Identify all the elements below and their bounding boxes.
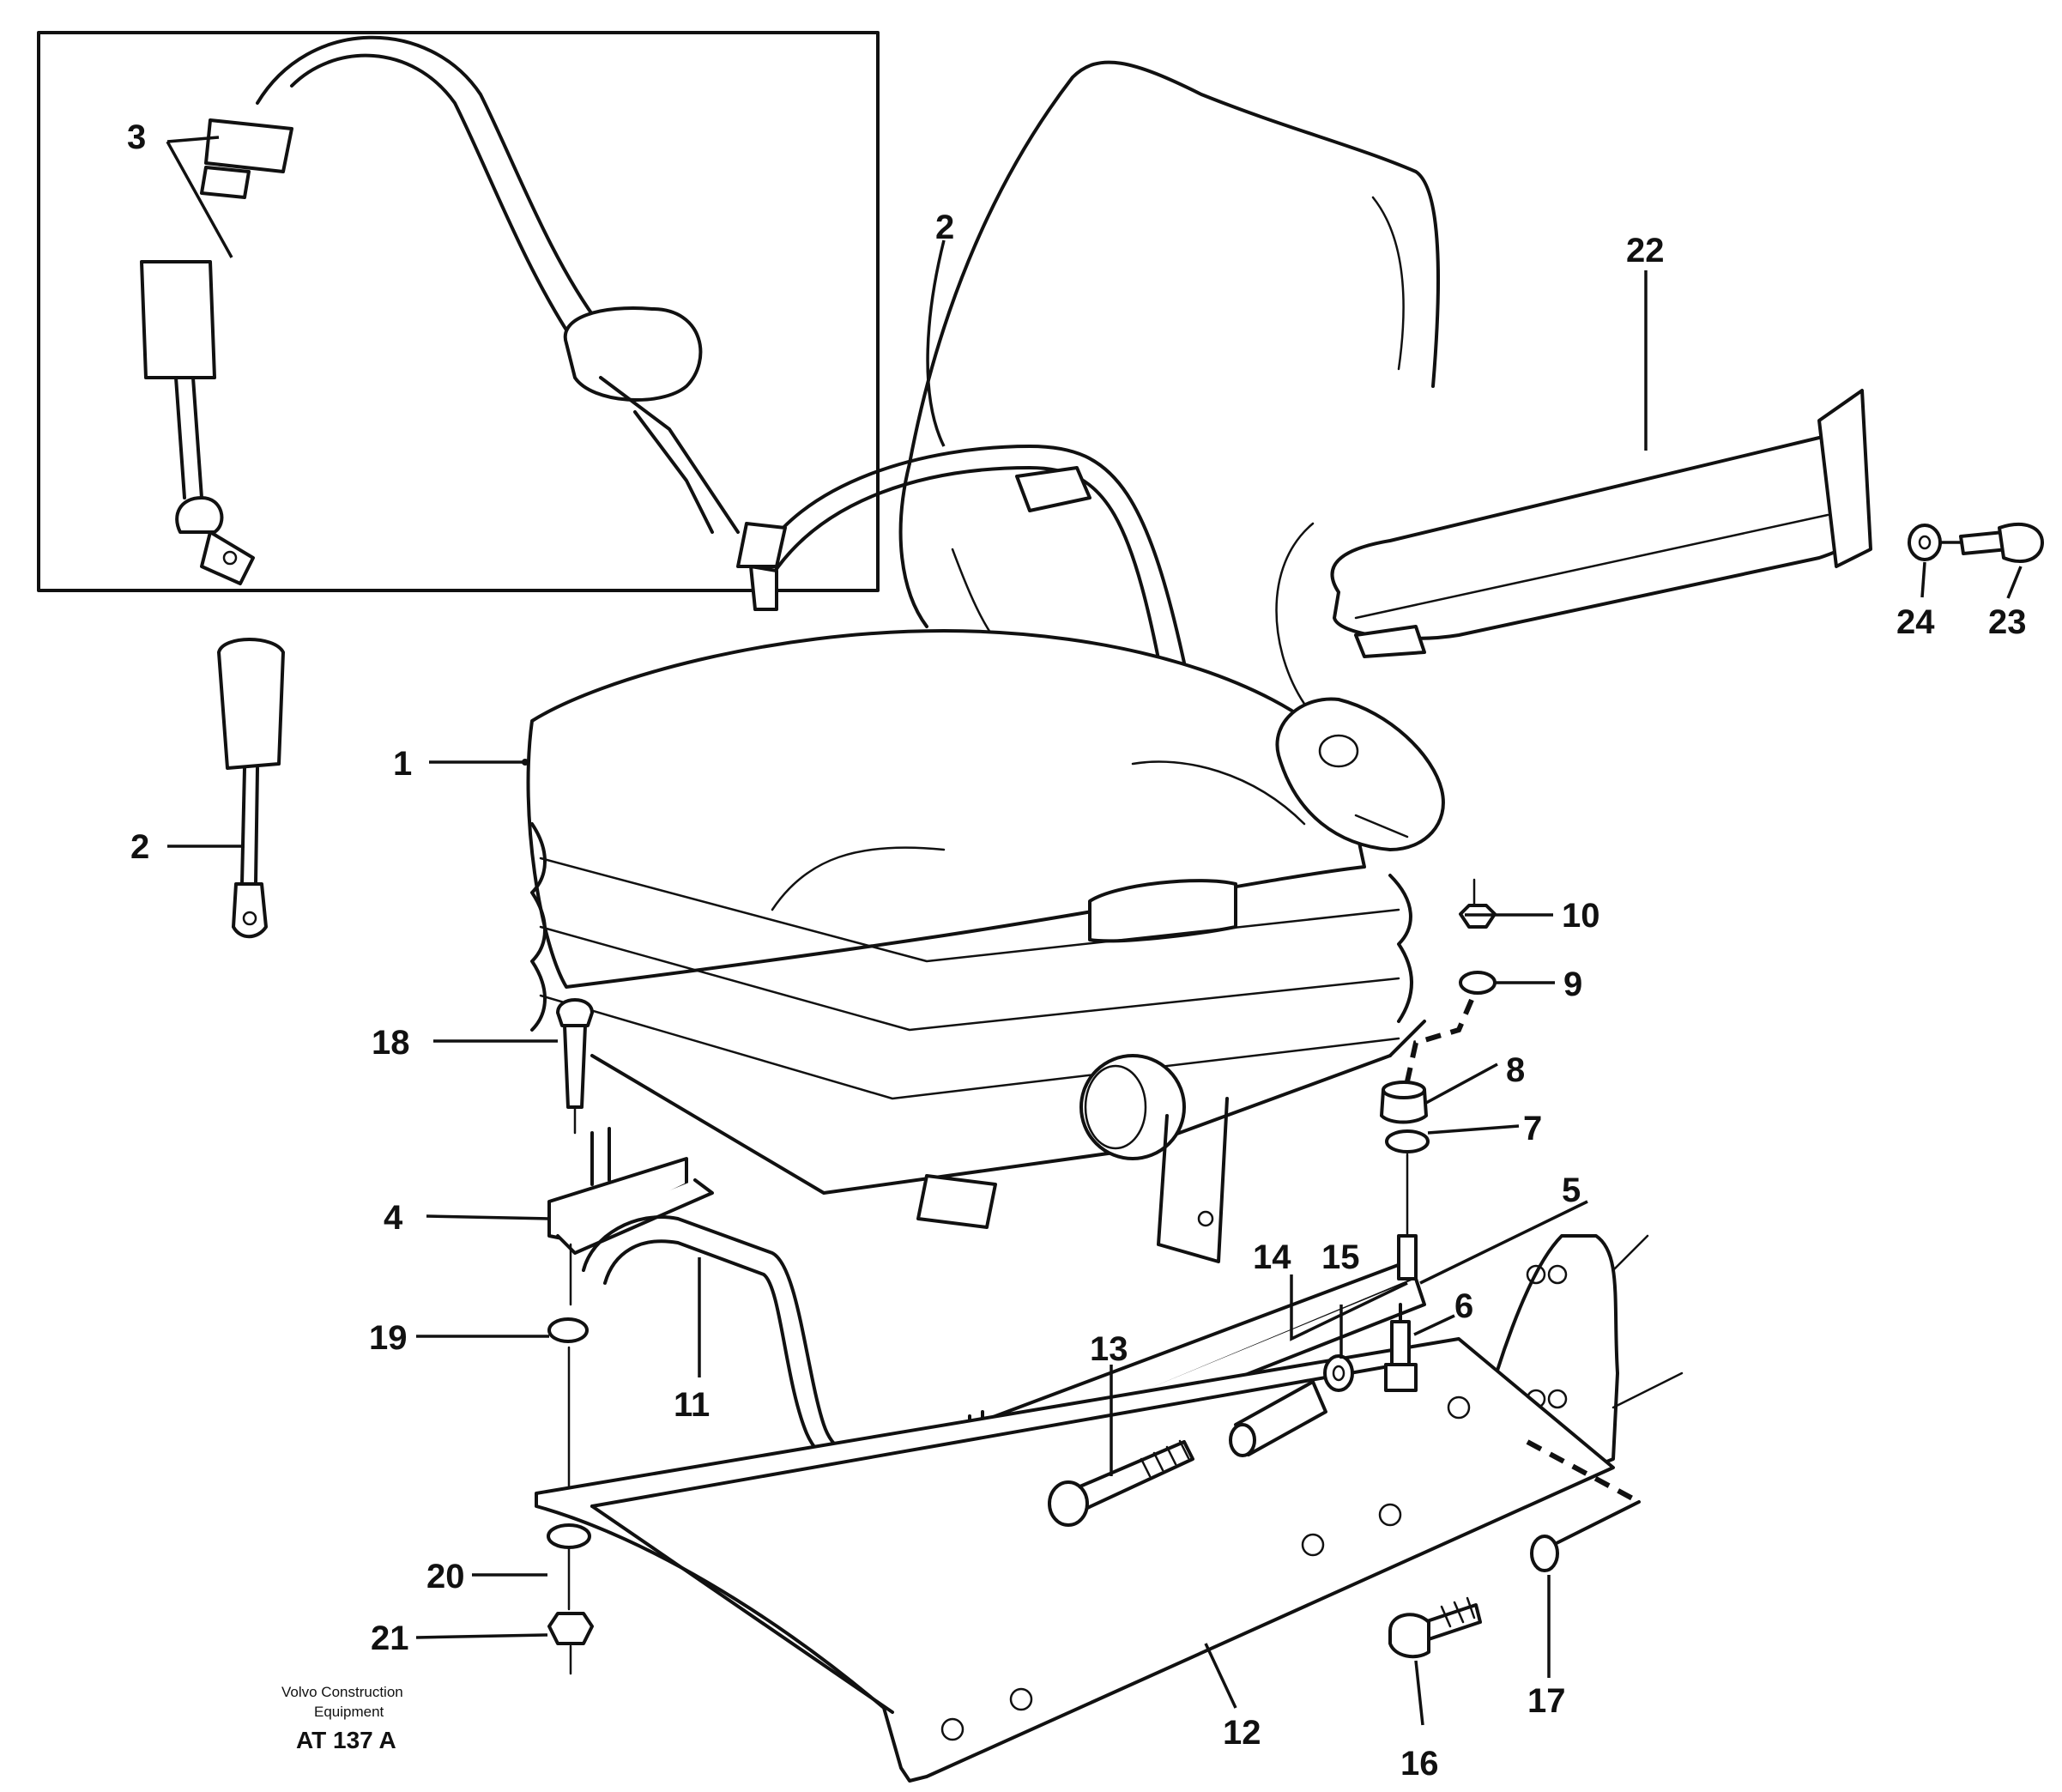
callout-2-top: 2: [935, 209, 954, 246]
drawing-credit: Volvo Construction Equipment AT 137 A: [281, 1684, 403, 1753]
callout-6: 6: [1454, 1287, 1473, 1325]
loose-buckle: [217, 638, 285, 939]
credit-line-2: Equipment: [314, 1704, 384, 1720]
callout-19: 19: [369, 1319, 408, 1357]
callout-5: 5: [1562, 1171, 1581, 1209]
leader-lines: [166, 136, 2023, 1726]
callout-labels: 3 2 22 1 2 24 23 10 9 8 7 5 6 15 14 13 1…: [127, 118, 2027, 1783]
seat-cushion: [526, 629, 1366, 989]
credit-line-1: Volvo Construction: [281, 1684, 403, 1700]
callout-1: 1: [393, 745, 412, 783]
callout-4: 4: [384, 1199, 403, 1237]
armrest: [1330, 389, 2044, 658]
belt-bracket-right: [1275, 697, 1445, 851]
rear-bolt: [1388, 1439, 1641, 1659]
callout-14: 14: [1253, 1238, 1291, 1276]
callout-23: 23: [1988, 603, 2027, 641]
callout-18: 18: [372, 1024, 410, 1062]
adjuster-hardware: [1048, 1303, 1418, 1527]
callout-12: 12: [1223, 1714, 1261, 1752]
callout-21: 21: [371, 1619, 409, 1657]
callout-7: 7: [1523, 1110, 1542, 1147]
callout-13: 13: [1090, 1330, 1128, 1368]
bellows-suspension: [530, 822, 1426, 1263]
right-hardware-stack: [1380, 878, 1497, 1280]
seat-backrest: [898, 60, 1440, 705]
callout-2-left: 2: [130, 828, 149, 866]
drawing-code: AT 137 A: [296, 1727, 396, 1753]
base-plate: [535, 1337, 1615, 1783]
callout-15: 15: [1321, 1238, 1360, 1276]
callout-9: 9: [1563, 966, 1582, 1003]
callout-8: 8: [1506, 1051, 1525, 1089]
inset-seatbelt-detail: [37, 31, 880, 592]
callout-24: 24: [1896, 603, 1935, 641]
callout-22: 22: [1626, 232, 1665, 269]
callout-20: 20: [426, 1558, 465, 1595]
callout-11: 11: [674, 1386, 710, 1424]
callout-10: 10: [1562, 897, 1600, 935]
callout-3: 3: [127, 118, 146, 156]
callout-17: 17: [1527, 1682, 1566, 1720]
callout-16: 16: [1400, 1745, 1439, 1783]
slide-rail-left: [547, 998, 714, 1675]
